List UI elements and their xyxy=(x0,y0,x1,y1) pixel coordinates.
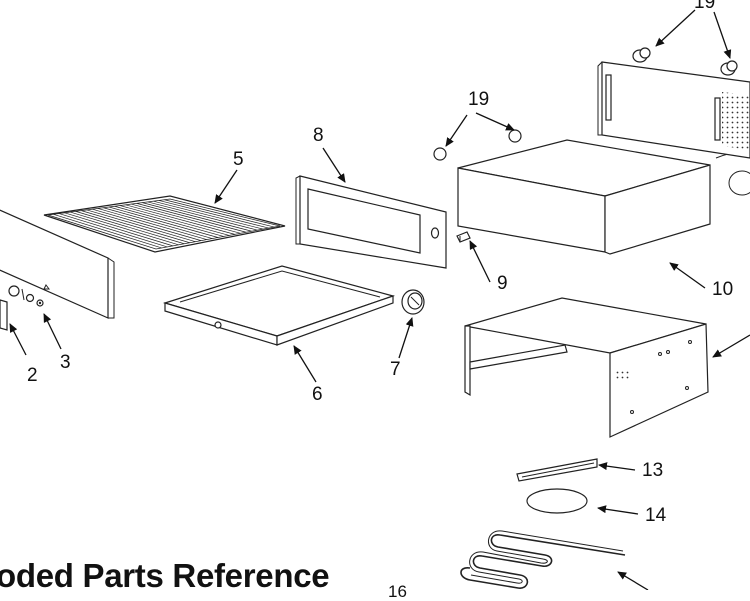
leader-arrows xyxy=(9,9,750,590)
callout-7: 7 xyxy=(390,359,401,380)
page-title: oded Parts Reference xyxy=(0,557,330,594)
rack-wire xyxy=(131,203,241,234)
callout-9: 9 xyxy=(497,273,508,294)
callout-5: 5 xyxy=(233,149,244,170)
rack-wire xyxy=(97,208,207,240)
rack-wire xyxy=(103,207,213,239)
crumb-tray xyxy=(162,265,396,346)
callout-16: 16 xyxy=(388,582,407,601)
rear-panel xyxy=(597,61,750,159)
rack-wire xyxy=(58,213,168,248)
feet-19-middle xyxy=(433,129,522,161)
element-bracket xyxy=(516,458,598,482)
oval-gasket xyxy=(526,488,588,514)
control-knob xyxy=(401,289,425,315)
rack-wire xyxy=(125,204,236,235)
rack-wire xyxy=(153,200,264,230)
heating-element xyxy=(460,530,626,589)
callout-14: 14 xyxy=(645,505,667,526)
base-chassis xyxy=(464,297,709,438)
callout-10: 10 xyxy=(712,279,734,300)
rack-wire xyxy=(108,206,219,238)
rack-wire xyxy=(142,202,252,232)
wire-rack xyxy=(43,195,286,253)
callout-8: 8 xyxy=(313,125,324,146)
callout-6: 6 xyxy=(312,384,323,405)
rack-wire xyxy=(119,205,230,236)
front-control-panel xyxy=(0,209,115,331)
top-cover xyxy=(457,139,711,255)
callout-19-middle: 19 xyxy=(468,89,490,110)
rack-wire xyxy=(64,212,174,247)
callout-13: 13 xyxy=(642,460,664,481)
rack-wire xyxy=(147,201,258,231)
rack-wire xyxy=(53,213,162,249)
rack-wire xyxy=(81,210,190,244)
power-cord xyxy=(715,152,750,196)
rack-wire xyxy=(136,203,247,233)
rack-wire xyxy=(75,211,185,245)
callout-2: 2 xyxy=(27,365,38,386)
rack-wire xyxy=(86,209,196,243)
rack-wire xyxy=(92,208,202,241)
rack-wire xyxy=(158,200,269,229)
rack-wire xyxy=(114,205,224,237)
feet-19-top xyxy=(632,47,738,76)
clip-part xyxy=(456,231,471,243)
rack-wire xyxy=(70,211,179,246)
door-panel xyxy=(295,175,447,269)
callout-19-top: 19 xyxy=(694,0,716,13)
callout-3: 3 xyxy=(60,352,71,373)
rack-wire xyxy=(164,199,275,228)
